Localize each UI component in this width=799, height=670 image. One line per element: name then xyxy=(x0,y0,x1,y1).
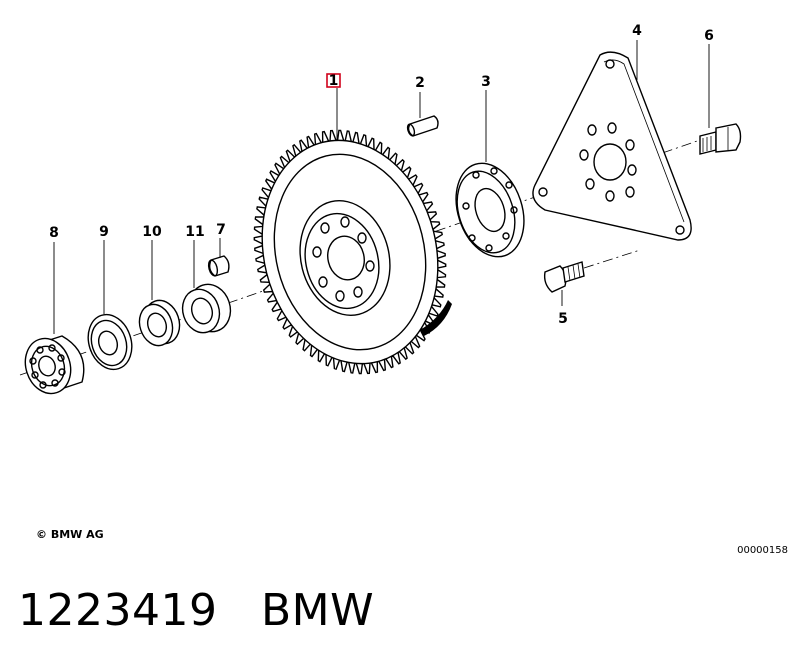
bearing-balls xyxy=(29,344,66,389)
callout-11[interactable]: 11 xyxy=(185,224,204,240)
bushing-part-7 xyxy=(207,255,230,277)
spacer-ring-part-3 xyxy=(455,162,525,258)
dowel-pin-part-2 xyxy=(406,115,439,137)
bolt-part-6 xyxy=(699,123,742,155)
callout-9[interactable]: 9 xyxy=(99,224,109,240)
copyright-text: © BMW AG xyxy=(36,528,104,541)
drive-plate-part-4 xyxy=(532,51,692,241)
callout-6[interactable]: 6 xyxy=(704,28,714,44)
ring-part-10 xyxy=(138,299,181,347)
drive-plate-bolt-holes xyxy=(579,122,637,202)
callout-3[interactable]: 3 xyxy=(481,74,491,90)
part-caption: 1223419 BMW xyxy=(18,585,374,636)
washer-part-9 xyxy=(87,313,133,371)
callout-8[interactable]: 8 xyxy=(49,225,59,241)
callout-10[interactable]: 10 xyxy=(142,224,162,240)
bolt-part-5 xyxy=(543,249,641,293)
callout-1[interactable]: 1 xyxy=(329,73,339,89)
diagram-number: 00000158 xyxy=(737,545,788,556)
callout-1-highlight-box xyxy=(326,73,341,88)
part-number: 1223419 xyxy=(18,585,218,636)
callout-4[interactable]: 4 xyxy=(632,23,642,39)
ball-bearing-part-8 xyxy=(24,335,85,395)
callout-2[interactable]: 2 xyxy=(415,75,425,91)
callout-5[interactable]: 5 xyxy=(558,311,568,327)
seal-part-11 xyxy=(181,283,232,334)
flywheel-bolt-holes xyxy=(312,216,375,302)
leader-lines xyxy=(53,40,710,334)
spacer-ring-holes xyxy=(462,167,518,252)
brand-name: BMW xyxy=(260,585,375,636)
flywheel-part-1 xyxy=(253,129,452,375)
callout-7[interactable]: 7 xyxy=(216,222,226,238)
